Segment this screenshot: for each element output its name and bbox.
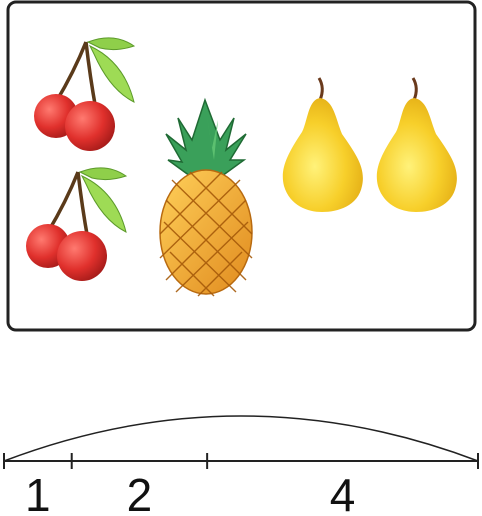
tape-segment [72,453,207,469]
pineapple-icon [159,97,253,297]
segment-label: 4 [330,469,356,516]
segment-label: 1 [25,469,51,516]
segment-label: 2 [127,469,153,516]
tape-diagram: 1 2 4 [3,415,479,516]
tape-segment [4,453,72,469]
tape-segment [207,453,478,469]
total-brace [3,415,479,462]
